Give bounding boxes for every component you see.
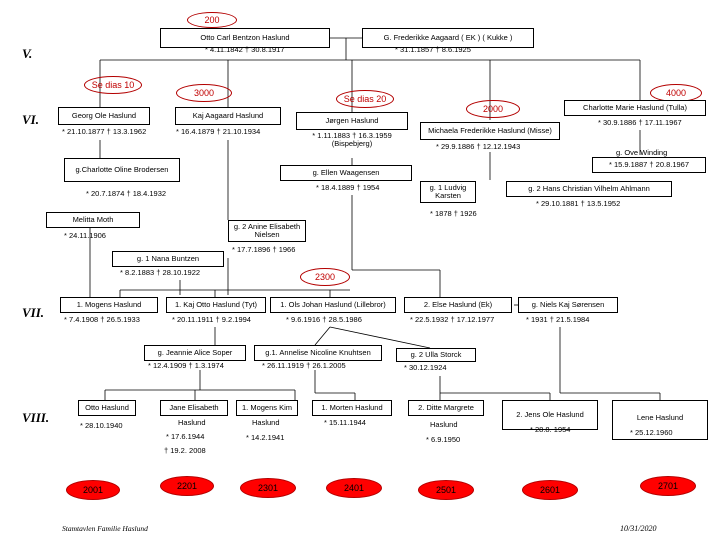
spouse-niels-kaj-sorensen: g. Niels Kaj Sørensen [518,297,618,313]
person-ditte-margrete-haslund: 2. Ditte Margrete [408,400,484,416]
jane-name-line-2: Haslund [178,418,206,427]
spouse-ove-winding: g. Ove Winding [616,148,668,157]
person-jorgen-haslund: Jørgen Haslund [296,112,408,130]
person-kaj-otto-haslund: 1. Kaj Otto Haslund (Tyt) [166,297,266,313]
spouse-ellen-dates: * 18.4.1889 † 1954 [316,183,380,192]
person-ols-johan-haslund: 1. Ols Johan Haslund (Lillebror) [270,297,396,313]
ditte-dates: * 6.9.1950 [426,435,461,444]
person-else-haslund: 2. Else Haslund (Ek) [404,297,512,313]
footer-title: Stamtavlen Familie Haslund [62,524,148,533]
morten-dates: * 15.11.1944 [324,418,366,427]
spouse-nana-buntzen: g. 1 Nana Buntzen [112,251,224,267]
oval-2001: 2001 [66,480,120,500]
generation-label-viii: VIII. [22,410,50,425]
oval-3000: 3000 [176,84,232,102]
spouse-anine-dates: * 17.7.1896 † 1966 [232,245,296,254]
spouse-annelise-nicoline-knuhtsen: g.1. Annelise Nicoline Knuhtsen [254,345,382,361]
person-otto-haslund-dates: * 28.10.1940 [80,421,123,430]
spouse-ulla-dates: * 30.12.1924 [404,363,447,372]
spouse-annelise-dates: * 26.11.1919 † 26.1.2005 [262,361,346,370]
spouse-nana-dates: * 8.2.1883 † 28.10.1922 [120,268,201,277]
person-melitta-dates: * 24.11.1906 [64,231,106,240]
person-otto-carl-dates: * 4.11.1842 † 30.8.1917 [205,45,285,54]
person-mogens-dates: * 7.4.1908 † 26.5.1933 [64,315,140,324]
generation-label-vii: VII. [22,305,45,320]
oval-2601: 2601 [522,480,578,500]
spouse-ove-winding-dates: * 15.9.1887 † 20.8.1967 [592,157,706,173]
person-kaj-dates: * 16.4.1879 † 21.10.1934 [176,127,261,136]
person-kaj-otto-dates: * 20.11.1911 † 9.2.1994 [172,315,251,324]
ditte-name-line-2: Haslund [430,420,458,429]
person-jorgen-dates: * 1.11.1883 † 16.3.1959 (Bispebjerg) [312,131,392,148]
mogens-kim-dates: * 14.2.1941 [246,433,285,442]
person-melitta-moth: Melitta Moth [46,212,140,228]
oval-2401: 2401 [326,478,382,498]
spouse-jeannie-dates: * 12.4.1909 † 1.3.1974 [148,361,224,370]
spouse-hans-dates: * 29.10.1881 † 13.5.1952 [536,199,621,208]
oval-200: 200 [187,12,237,28]
person-otto-carl-bentzon-haslund: Otto Carl Bentzon Haslund [160,28,330,48]
person-jane-elisabeth-haslund: Jane Elisabeth [160,400,228,416]
oval-se-dias-20: Se dias 20 [336,90,394,108]
footer-date: 10/31/2020 [620,524,657,533]
lene-dates: * 25.12.1960 [630,428,673,437]
spouse-hans-christian-ahlmann: g. 2 Hans Christian Vilhelm Ahlmann [506,181,672,197]
person-lene-haslund: Lene Haslund [612,400,708,440]
person-frederikke-dates: * 31.1.1857 † 8.6.1925 [395,45,471,54]
spouse-charlotte-oline-dates: * 20.7.1874 † 18.4.1932 [86,189,167,198]
jens-ole-dates: * 28.8. 1954 [530,425,571,434]
person-georg-ole-haslund: Georg Ole Haslund [58,107,150,125]
generation-label-vi: VI. [22,112,39,127]
oval-2701: 2701 [640,476,696,496]
oval-2301: 2301 [240,478,296,498]
spouse-ellen-waagensen: g. Ellen Waagensen [280,165,412,181]
person-georg-dates: * 21.10.1877 † 13.3.1962 [62,127,147,136]
spouse-ludvig-karsten: g. 1 Ludvig Karsten [420,181,476,203]
person-kaj-aagaard-haslund: Kaj Aagaard Haslund [175,107,281,125]
jane-dates-birth: * 17.6.1944 [166,432,205,441]
person-mogens-haslund: 1. Mogens Haslund [60,297,158,313]
person-frederikke-aagaard: G. Frederikke Aagaard ( EK ) ( Kukke ) [362,28,534,48]
person-charlotte-marie-dates: * 30.9.1886 † 17.11.1967 [598,118,682,127]
person-michaela-dates: * 29.9.1886 † 12.12.1943 [436,142,521,151]
person-ols-johan-dates: * 9.6.1916 † 28.5.1986 [286,315,362,324]
generation-label-v: V. [22,46,33,61]
person-michaela-haslund: Michaela Frederikke Haslund (Misse) [420,122,560,140]
person-mogens-kim-haslund: 1. Mogens Kim [236,400,298,416]
oval-se-dias-10: Se dias 10 [84,76,142,94]
jane-dates-death: † 19.2. 2008 [164,446,206,455]
spouse-jeannie-alice-soper: g. Jeannie Alice Soper [144,345,246,361]
spouse-ulla-storck: g. 2 Ulla Storck [396,348,476,362]
person-charlotte-marie-haslund: Charlotte Marie Haslund (Tulla) [564,100,706,116]
person-otto-haslund: Otto Haslund [78,400,136,416]
jane-name-line-1: Jane Elisabeth [169,403,219,413]
oval-2201: 2201 [160,476,214,496]
oval-2000: 2000 [466,100,520,118]
spouse-charlotte-oline-brodersen: g.Charlotte Oline Brodersen [64,158,180,182]
oval-2501: 2501 [418,480,474,500]
spouse-anine-elisabeth-nielsen: g. 2 Anine Elisabeth Nielsen [228,220,306,242]
spouse-niels-dates: * 1931 † 21.5.1984 [526,315,590,324]
person-jens-ole-haslund: 2. Jens Ole Haslund [502,400,598,430]
mogens-kim-name-line-2: Haslund [252,418,280,427]
spouse-ludvig-dates: * 1878 † 1926 [430,209,477,218]
oval-2300: 2300 [300,268,350,286]
person-else-dates: * 22.5.1932 † 17.12.1977 [410,315,495,324]
person-morten-haslund: 1. Morten Haslund [312,400,392,416]
